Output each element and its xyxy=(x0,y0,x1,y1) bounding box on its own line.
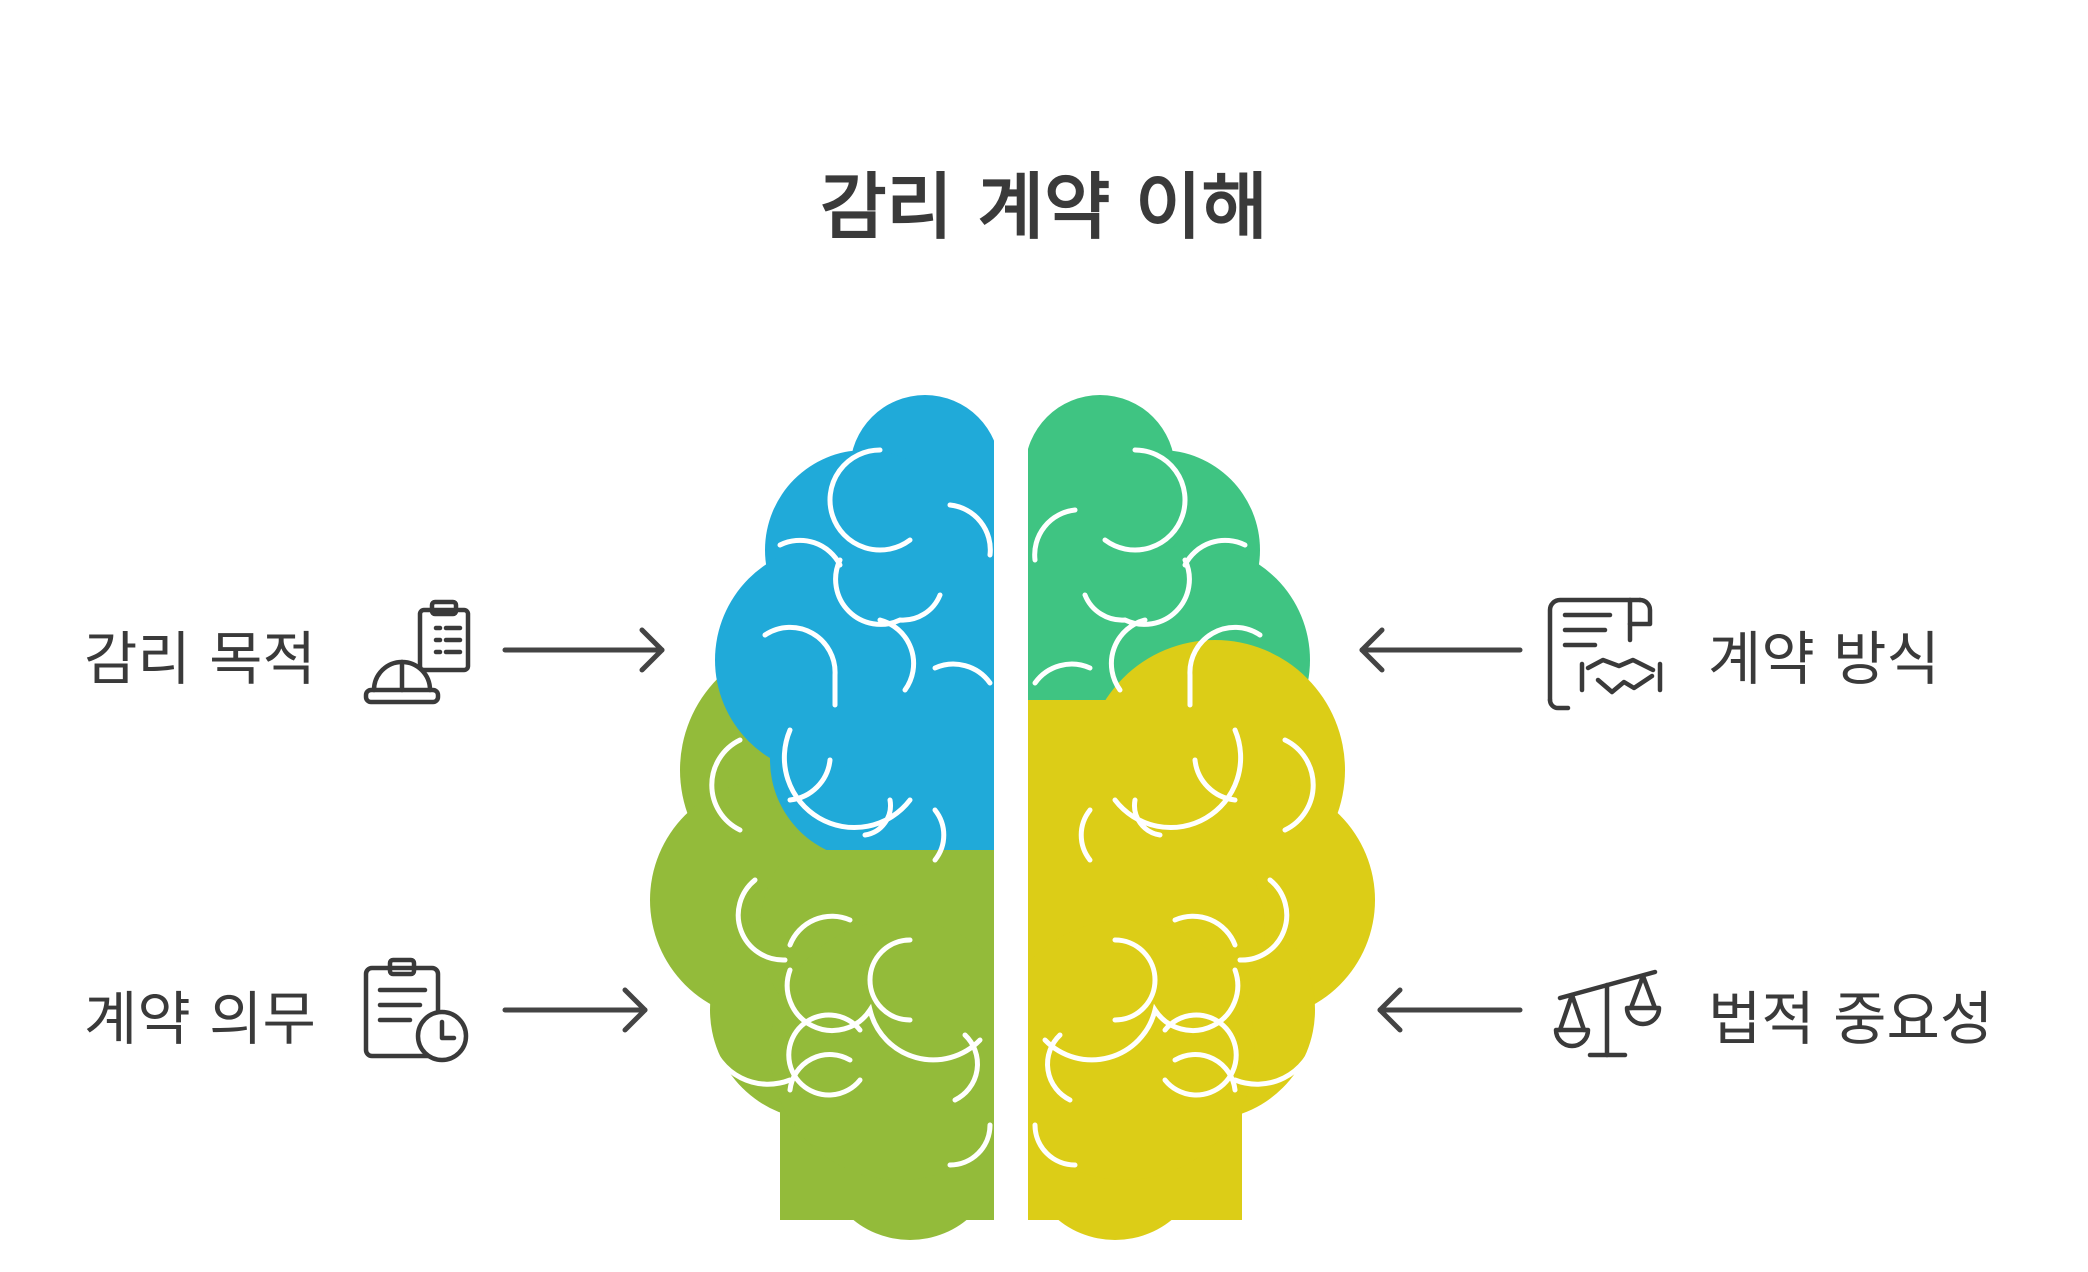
scales-icon xyxy=(1553,969,1662,1058)
arrow-contract-obligation xyxy=(502,987,648,1033)
arrow-legal-importance xyxy=(1377,987,1523,1033)
label-contract-method: 계약 방식 xyxy=(1708,625,1940,693)
arrow-purpose xyxy=(502,627,665,673)
label-legal-importance: 법적 중요성 xyxy=(1708,985,1994,1053)
arrow-contract-method xyxy=(1359,627,1523,673)
brain-folds xyxy=(707,447,1318,1168)
brain-lobe-bottom-right xyxy=(1028,640,1375,1240)
label-purpose: 감리 목적 xyxy=(84,625,316,693)
brain-lobe-top-left xyxy=(715,395,994,850)
clipboard-clock-icon xyxy=(363,957,469,1063)
contract-handshake-icon xyxy=(1547,597,1663,711)
page-title: 감리 계약 이해 xyxy=(820,165,1268,249)
hardhat-checklist-icon xyxy=(363,599,471,705)
label-contract-obligation: 계약 의무 xyxy=(84,985,316,1053)
